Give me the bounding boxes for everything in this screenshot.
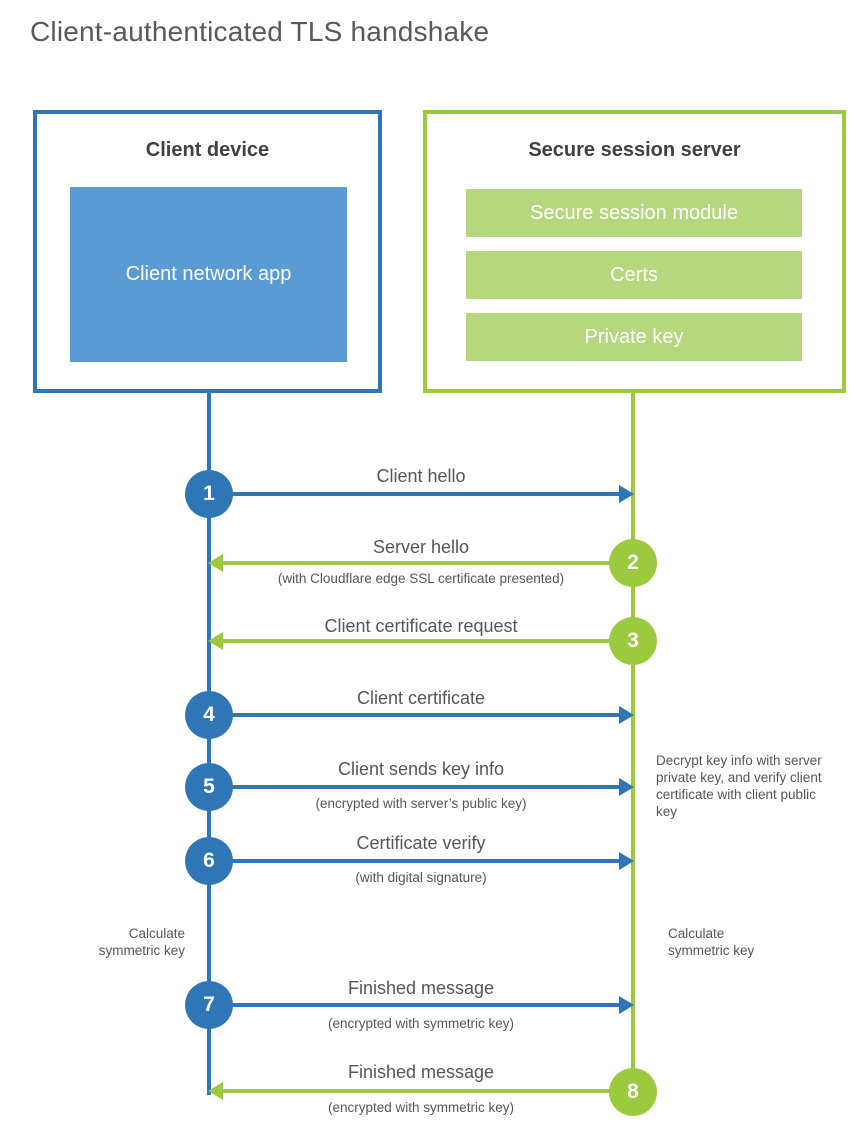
message-3-arrow-shaft — [222, 639, 633, 643]
message-3-arrow — [208, 632, 633, 650]
message-1-arrowhead-icon — [619, 485, 634, 503]
message-1-arrow-shaft — [209, 492, 620, 496]
client-lifeline — [207, 391, 211, 1095]
message-2-sublabel: (with Cloudflare edge SSL certificate pr… — [277, 571, 565, 586]
message-1-label: Client hello — [376, 466, 466, 486]
message-8-sublabel: (encrypted with symmetric key) — [327, 1100, 515, 1115]
client-calc-symmetric-key-note: Calculate symmetric key — [98, 926, 185, 959]
message-3-arrowhead-icon — [208, 632, 223, 650]
message-2-arrow-shaft — [222, 561, 633, 565]
message-5-arrow-shaft — [209, 785, 620, 789]
message-4-arrow-shaft — [209, 713, 620, 717]
message-2-label: Server hello — [372, 537, 470, 557]
step-8-badge: 8 — [609, 1068, 657, 1116]
server-lifeline — [631, 391, 635, 1092]
server-calc-symmetric-key-note: Calculate symmetric key — [668, 926, 755, 959]
client-device-title: Client device — [145, 139, 270, 161]
module-bar-secure-session-module: Secure session module — [466, 189, 802, 237]
step-1-badge: 1 — [185, 470, 233, 518]
message-7-arrow-shaft — [209, 1003, 620, 1007]
step-2-badge: 2 — [609, 539, 657, 587]
message-8-arrow-shaft — [222, 1089, 633, 1093]
message-5-sublabel: (encrypted with server’s public key) — [315, 796, 527, 811]
message-8-arrow — [208, 1082, 633, 1100]
message-3-label: Client certificate request — [324, 616, 518, 636]
message-4-label: Client certificate — [356, 688, 486, 708]
step-5-badge: 5 — [185, 763, 233, 811]
message-5-arrow — [209, 778, 634, 796]
message-5-label: Client sends key info — [337, 759, 505, 779]
message-4-arrowhead-icon — [619, 706, 634, 724]
step-6-badge: 6 — [185, 837, 233, 885]
step-3-badge: 3 — [609, 617, 657, 665]
server-decrypt-note: Decrypt key info with server private key… — [656, 753, 822, 820]
secure-session-server-title: Secure session server — [528, 139, 741, 161]
message-8-label: Finished message — [347, 1062, 495, 1082]
message-2-arrow — [208, 554, 633, 572]
message-7-sublabel: (encrypted with symmetric key) — [327, 1016, 515, 1031]
message-7-label: Finished message — [347, 978, 495, 998]
message-1-arrow — [209, 485, 634, 503]
message-6-arrow — [209, 852, 634, 870]
module-bar-certs: Certs — [466, 251, 802, 299]
module-bar-private-key: Private key — [466, 313, 802, 361]
message-5-arrowhead-icon — [619, 778, 634, 796]
client-network-app-box: Client network app — [70, 187, 347, 362]
message-4-arrow — [209, 706, 634, 724]
message-6-arrow-shaft — [209, 859, 620, 863]
message-8-arrowhead-icon — [208, 1082, 223, 1100]
message-2-arrowhead-icon — [208, 554, 223, 572]
step-7-badge: 7 — [185, 981, 233, 1029]
message-6-arrowhead-icon — [619, 852, 634, 870]
message-6-sublabel: (with digital signature) — [355, 870, 487, 885]
message-7-arrowhead-icon — [619, 996, 634, 1014]
client-network-app-label: Client network app — [125, 263, 292, 285]
message-6-label: Certificate verify — [356, 833, 486, 853]
step-4-badge: 4 — [185, 691, 233, 739]
page-title: Client-authenticated TLS handshake — [30, 16, 490, 47]
message-7-arrow — [209, 996, 634, 1014]
